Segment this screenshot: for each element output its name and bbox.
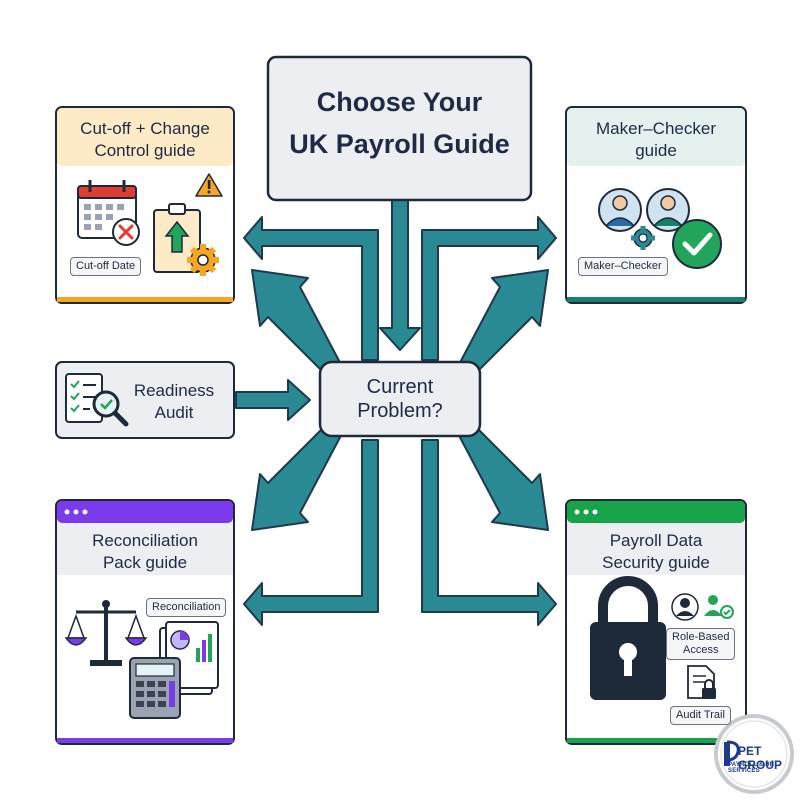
maker-checker-tag: Maker–Checker [578, 257, 668, 277]
arrow-to-reconciliation-lower [243, 439, 379, 626]
clipboard-icon [153, 203, 201, 273]
arrow-to-cutoff-upper [243, 216, 379, 361]
logo-name: PET GROUP [738, 744, 783, 772]
title-box [266, 55, 533, 202]
warning-icon [195, 173, 223, 197]
page-title: Choose Your UK Payroll Guide [268, 82, 531, 166]
company-logo [714, 714, 794, 794]
reconciliation-card-title: Reconciliation Pack guide [57, 530, 233, 574]
card-cutoff [55, 106, 235, 304]
cutoff-date-tag: Cut-off Date [70, 257, 142, 277]
cutoff-card-title: Cut-off + Change Control guide [57, 118, 233, 162]
cutoff-title-line1: Cut-off + Change [80, 119, 210, 138]
reconciliation-title-line2: Pack guide [102, 553, 188, 573]
card-maker-checker [565, 106, 747, 304]
reconciliation-tag: Reconciliation [146, 598, 227, 618]
center-line2: Problem? [357, 400, 443, 422]
maker-title-line1: Maker–Checker [596, 119, 716, 138]
gear-icon [187, 244, 219, 276]
gear-icon [631, 226, 655, 250]
readiness-title-line1: Readiness [133, 381, 215, 400]
security-title-line2: Security guide [602, 553, 710, 573]
arrow-readiness-to-center [235, 379, 311, 421]
center-line1: Current [366, 376, 434, 398]
checkmark-badge-icon [672, 219, 722, 269]
card-reconciliation [55, 499, 235, 745]
arrow-to-maker-upper [421, 216, 557, 361]
arrow-to-security-lower [421, 439, 557, 626]
cutoff-title-line2: Control guide [94, 141, 196, 161]
flow-arrows [235, 199, 557, 626]
maker-title-line2: guide [635, 141, 677, 161]
role-based-access-tag: Role-Based Access [666, 628, 736, 661]
title-line2: UK Payroll Guide [289, 128, 510, 159]
center-box [318, 360, 482, 438]
security-title-line1: Payroll Data [609, 531, 703, 550]
maker-card-title: Maker–Checker guide [567, 118, 745, 162]
readiness-title-line2: Audit [154, 403, 194, 423]
role-based-line: Role-Based [672, 631, 730, 643]
scales-icon [64, 600, 148, 666]
card-security [565, 499, 747, 745]
arrow-title-to-center [379, 199, 421, 351]
reconciliation-title-line1: Reconciliation [92, 531, 198, 550]
magnifier-icon [92, 390, 129, 427]
card-readiness [55, 361, 235, 439]
readiness-card-title: Readiness Audit [118, 380, 230, 424]
access-line: Access [683, 644, 719, 657]
user-check-icon [671, 593, 734, 621]
audit-trail-tag: Audit Trail [670, 706, 731, 726]
users-icon [598, 188, 690, 232]
calculator-icon [129, 657, 181, 719]
document-lock-icon [687, 665, 716, 699]
security-card-title: Payroll Data Security guide [567, 530, 745, 574]
logo-tagline: PAYROLL & HR SERVICES [728, 762, 775, 774]
calendar-icon [77, 180, 140, 246]
padlock-icon [590, 576, 666, 700]
center-question: Current Problem? [320, 375, 480, 423]
title-line1: Choose Your [316, 87, 483, 117]
